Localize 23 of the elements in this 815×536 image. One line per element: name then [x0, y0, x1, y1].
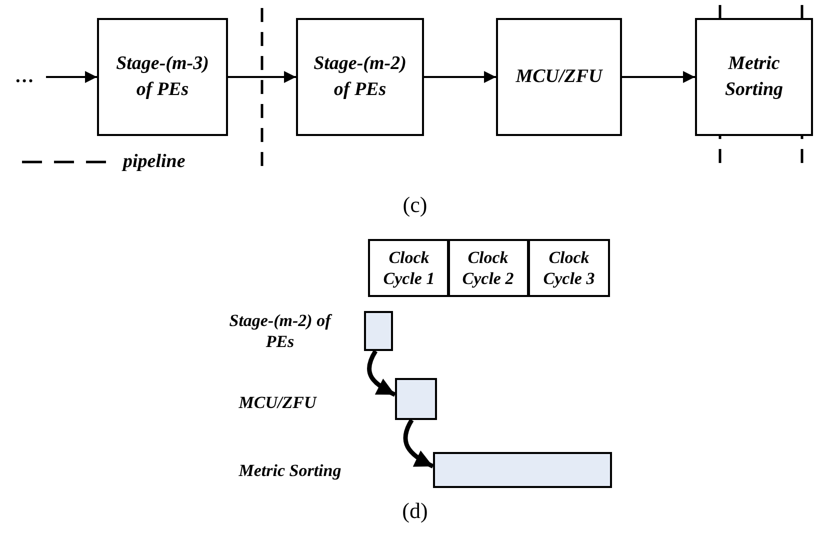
timing-bar — [395, 378, 437, 420]
ellipsis-text: … — [12, 64, 38, 90]
row-label: Stage-(m-2) of PEs — [228, 310, 334, 352]
arrow — [403, 418, 434, 468]
process-box: Stage-(m-3) of PEs — [97, 18, 228, 136]
table-cell: Clock Cycle 3 — [528, 239, 610, 297]
arrow — [367, 350, 396, 397]
row-label: MCU/ZFU — [238, 392, 318, 414]
process-box: MCU/ZFU — [496, 18, 622, 136]
process-box: Stage-(m-2) of PEs — [296, 18, 424, 136]
figure-label: (d) — [401, 498, 429, 524]
row-label: Metric Sorting — [238, 460, 342, 482]
timing-bar — [433, 452, 612, 488]
table-cell: Clock Cycle 2 — [447, 239, 529, 297]
timing-bar — [364, 311, 393, 351]
arrow — [622, 71, 695, 83]
arrow — [46, 71, 97, 83]
figure-label: (c) — [402, 192, 428, 218]
arrow — [424, 71, 496, 83]
arrow — [228, 71, 296, 83]
table-cell: Clock Cycle 1 — [368, 239, 450, 297]
legend-label: pipeline — [123, 150, 186, 174]
process-box: Metric Sorting — [695, 18, 813, 136]
